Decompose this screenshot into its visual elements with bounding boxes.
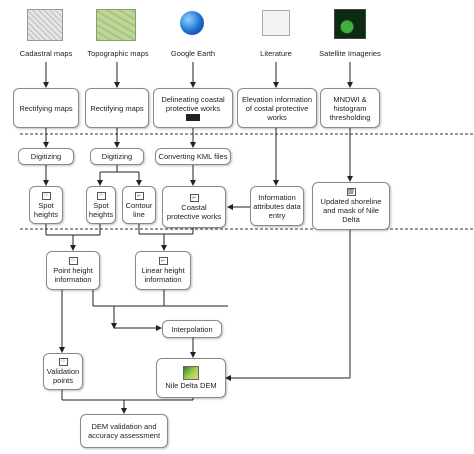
digitizing-label: Digitizing: [30, 152, 62, 161]
point-height-label: Point height information: [53, 266, 93, 284]
linear-height-information-box: ⌐ Linear height information: [135, 251, 191, 290]
spot-heights-cadastral: ⁘ Spot heights: [29, 186, 63, 224]
updated-shoreline-box: ▧ Updated shoreline and mask of Nile Del…: [312, 182, 390, 230]
points-icon: ⁘: [58, 358, 68, 366]
google-earth-icon: [180, 11, 204, 35]
mndwi-label: MNDWI & histogram thresholding: [329, 94, 371, 122]
kml-icon: [186, 114, 200, 121]
digitizing-cadastral: Digitizing: [18, 148, 74, 165]
source-satellite-imageries: Satellite Imageries: [319, 49, 381, 58]
topographic-map-image: [96, 9, 136, 41]
validation-points-box: ⁘ Validation points: [43, 353, 83, 390]
polygon-icon: ▧: [346, 188, 356, 196]
points-icon: ⁘: [68, 257, 78, 265]
validation-points-label: Validation points: [46, 367, 80, 385]
line-icon: ⌐: [158, 257, 168, 265]
rectifying-maps-topographic: Rectifying maps: [85, 88, 149, 128]
dem-validation-box: DEM validation and accuracy assessment: [80, 414, 168, 448]
points-icon: ⁘: [41, 191, 51, 200]
converting-kml-label: Converting KML files: [158, 152, 228, 161]
digitizing-topographic: Digitizing: [90, 148, 144, 165]
rectifying-maps-label: Rectifying maps: [19, 103, 73, 113]
spot-heights-label: Spot heights: [33, 200, 59, 219]
info-attributes-label: Information attributes data entry: [253, 192, 301, 220]
mndwi-thresholding-box: MNDWI & histogram thresholding: [320, 88, 380, 128]
point-height-information-box: ⁘ Point height information: [46, 251, 100, 290]
line-icon: ⌐: [189, 193, 199, 202]
source-google-earth: Google Earth: [170, 49, 216, 58]
information-attributes-box: Information attributes data entry: [250, 186, 304, 226]
nile-delta-dem-box: Nile Delta DEM: [156, 358, 226, 398]
converting-kml-box: Converting KML files: [155, 148, 231, 165]
delineating-coastal-works: Delineating coastal protective works: [153, 88, 233, 128]
interpolation-box: Interpolation: [162, 320, 222, 338]
delineating-label: Delineating coastal protective works: [161, 95, 225, 113]
dem-validation-label: DEM validation and accuracy assessment: [87, 422, 161, 440]
source-topographic-maps: Topographic maps: [87, 49, 149, 58]
contour-line-box: ⌐ Contour line: [122, 186, 156, 224]
literature-icon: [262, 10, 290, 36]
elevation-information-box: Elevation information of costal protecti…: [237, 88, 317, 128]
line-icon: ⌐: [134, 191, 144, 200]
rectifying-maps-cadastral: Rectifying maps: [13, 88, 79, 128]
spot-heights-label: Spot heights: [88, 200, 114, 219]
digitizing-label: Digitizing: [101, 152, 133, 161]
rectifying-maps-label: Rectifying maps: [90, 103, 144, 113]
satellite-image-icon: [334, 9, 366, 39]
points-icon: ⁘: [96, 191, 106, 200]
source-literature: Literature: [260, 49, 292, 58]
cadastral-map-image: [27, 9, 63, 41]
nile-delta-dem-label: Nile Delta DEM: [165, 381, 217, 390]
elevation-info-label: Elevation information of costal protecti…: [241, 94, 313, 122]
source-cadastral-maps: Cadastral maps: [19, 49, 73, 58]
coastal-protective-works-box: ⌐ Coastal protective works: [162, 186, 226, 228]
dem-thumbnail: [183, 366, 199, 380]
spot-heights-topographic: ⁘ Spot heights: [86, 186, 116, 224]
coastal-works-label: Coastal protective works: [166, 202, 222, 221]
updated-shoreline-label: Updated shoreline and mask of Nile Delta: [320, 197, 382, 224]
linear-height-label: Linear height information: [141, 266, 185, 284]
contour-line-label: Contour line: [125, 200, 153, 219]
interpolation-label: Interpolation: [171, 324, 213, 334]
